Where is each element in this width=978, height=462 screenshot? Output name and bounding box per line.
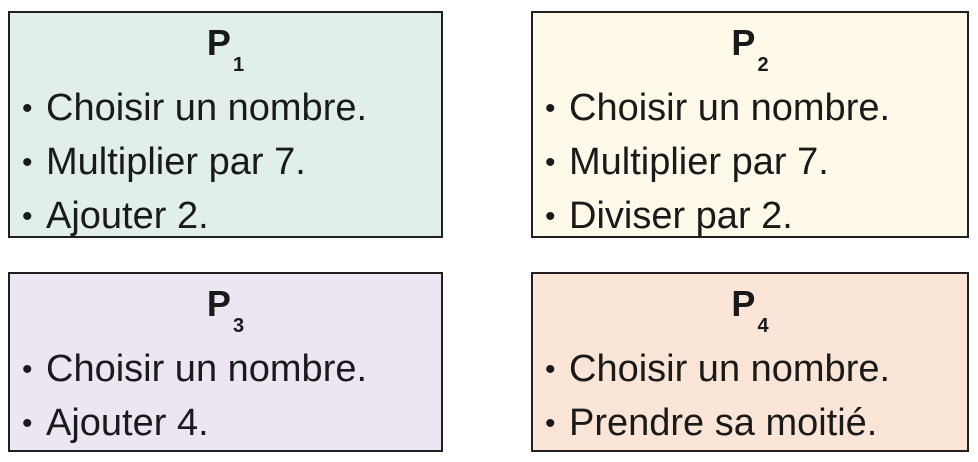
bullet-icon: • xyxy=(22,146,33,179)
program-letter: P xyxy=(731,283,756,324)
step-list: • Choisir un nombre. • Prendre sa moitié. xyxy=(533,342,967,450)
program-title: P2 xyxy=(533,23,967,81)
step-text: Choisir un nombre. xyxy=(569,87,891,129)
program-title: P4 xyxy=(533,284,967,342)
step-item: • Multiplier par 7. xyxy=(545,135,967,189)
step-item: • Ajouter 2. xyxy=(22,189,441,243)
bullet-icon: • xyxy=(545,146,556,179)
program-box-p4: P4 • Choisir un nombre. • Prendre sa moiti… xyxy=(531,272,969,452)
bullet-icon: • xyxy=(545,200,556,233)
bullet-icon: • xyxy=(545,407,556,440)
step-list: • Choisir un nombre. • Multiplier par 7. •… xyxy=(10,81,441,243)
step-text: Multiplier par 7. xyxy=(569,141,829,183)
bullet-icon: • xyxy=(545,92,556,125)
program-box-p2: P2 • Choisir un nombre. • Multiplier par 7… xyxy=(531,11,969,238)
step-text: Multiplier par 7. xyxy=(46,141,306,183)
step-item: • Choisir un nombre. xyxy=(22,342,441,396)
step-text: Choisir un nombre. xyxy=(46,87,368,129)
program-box-p3: P3 • Choisir un nombre. • Ajouter 4. xyxy=(8,272,443,452)
step-item: • Diviser par 2. xyxy=(545,189,967,243)
step-text: Ajouter 4. xyxy=(46,402,209,444)
step-text: Choisir un nombre. xyxy=(569,348,891,390)
step-item: • Choisir un nombre. xyxy=(545,342,967,396)
bullet-icon: • xyxy=(545,353,556,386)
program-index: 1 xyxy=(232,54,245,76)
step-list: • Choisir un nombre. • Multiplier par 7. •… xyxy=(533,81,967,243)
bullet-icon: • xyxy=(22,92,33,125)
step-item: • Choisir un nombre. xyxy=(545,81,967,135)
program-letter: P xyxy=(731,22,756,63)
program-letter: P xyxy=(206,22,231,63)
program-index: 3 xyxy=(232,315,245,337)
step-item: • Multiplier par 7. xyxy=(22,135,441,189)
step-text: Ajouter 2. xyxy=(46,195,209,237)
program-letter: P xyxy=(206,283,231,324)
bullet-icon: • xyxy=(22,200,33,233)
program-index: 4 xyxy=(757,315,769,337)
step-text: Prendre sa moitié. xyxy=(569,402,878,444)
bullet-icon: • xyxy=(22,407,33,440)
step-list: • Choisir un nombre. • Ajouter 4. xyxy=(10,342,441,450)
step-text: Choisir un nombre. xyxy=(46,348,368,390)
program-box-p1: P1 • Choisir un nombre. • Multiplier par 7… xyxy=(8,11,443,238)
step-text: Diviser par 2. xyxy=(569,195,793,237)
step-item: • Prendre sa moitié. xyxy=(545,396,967,450)
program-title: P3 xyxy=(10,284,441,342)
bullet-icon: • xyxy=(22,353,33,386)
step-item: • Choisir un nombre. xyxy=(22,81,441,135)
program-index: 2 xyxy=(757,54,769,76)
program-title: P1 xyxy=(10,23,441,81)
step-item: • Ajouter 4. xyxy=(22,396,441,450)
